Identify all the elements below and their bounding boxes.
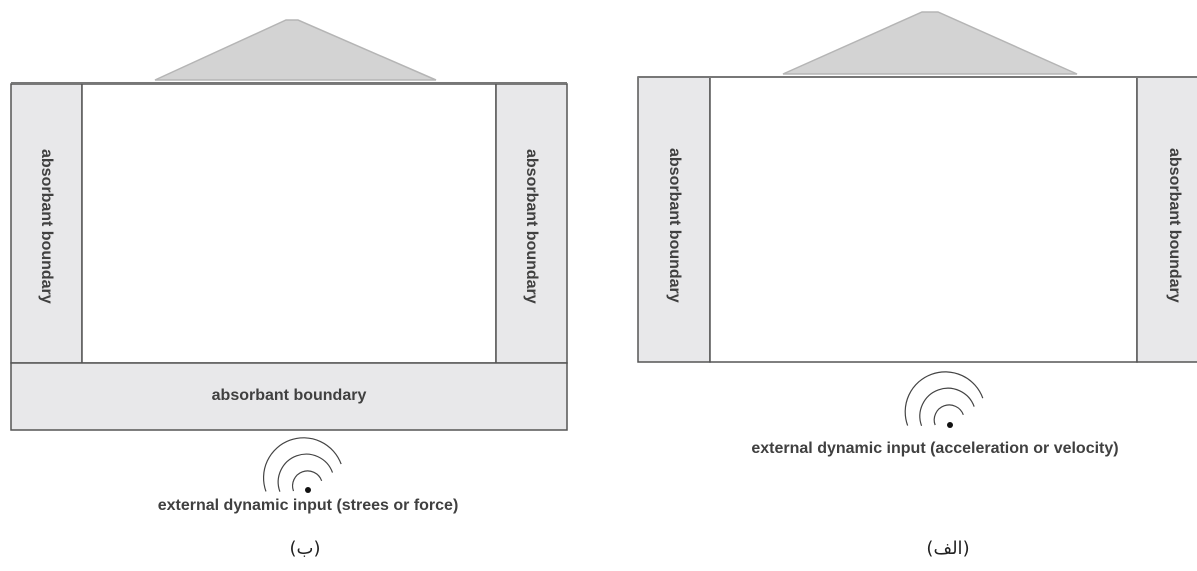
left-bottom-boundary-label: absorbant boundary bbox=[211, 387, 367, 404]
left-model-domain bbox=[81, 83, 497, 364]
left-caption: (ب) bbox=[289, 538, 321, 559]
right-left-boundary-label: absorbant boundary bbox=[666, 148, 683, 303]
right-model-domain bbox=[709, 76, 1138, 363]
left-right-boundary-label: absorbant boundary bbox=[523, 149, 540, 304]
left-left-boundary-label: absorbant boundary bbox=[38, 149, 55, 304]
right-input-label: external dynamic input (acceleration or … bbox=[751, 440, 1119, 457]
left-wave-source-icon bbox=[262, 437, 342, 492]
right-diagram bbox=[637, 11, 1197, 428]
left-input-label: external dynamic input (strees or force) bbox=[157, 497, 459, 514]
left-wave-source-dot bbox=[305, 487, 311, 493]
right-right-boundary-label: absorbant boundary bbox=[1166, 148, 1183, 303]
left-boundary-right bbox=[495, 83, 568, 364]
left-boundary-left bbox=[10, 83, 83, 364]
left-boundary-bottom bbox=[10, 362, 568, 431]
right-wave-source-icon bbox=[904, 371, 984, 426]
right-caption: (الف) bbox=[926, 538, 970, 559]
right-roof bbox=[782, 11, 1078, 75]
right-wave-source-dot bbox=[947, 422, 953, 428]
left-diagram bbox=[10, 19, 568, 493]
left-roof bbox=[154, 19, 437, 81]
